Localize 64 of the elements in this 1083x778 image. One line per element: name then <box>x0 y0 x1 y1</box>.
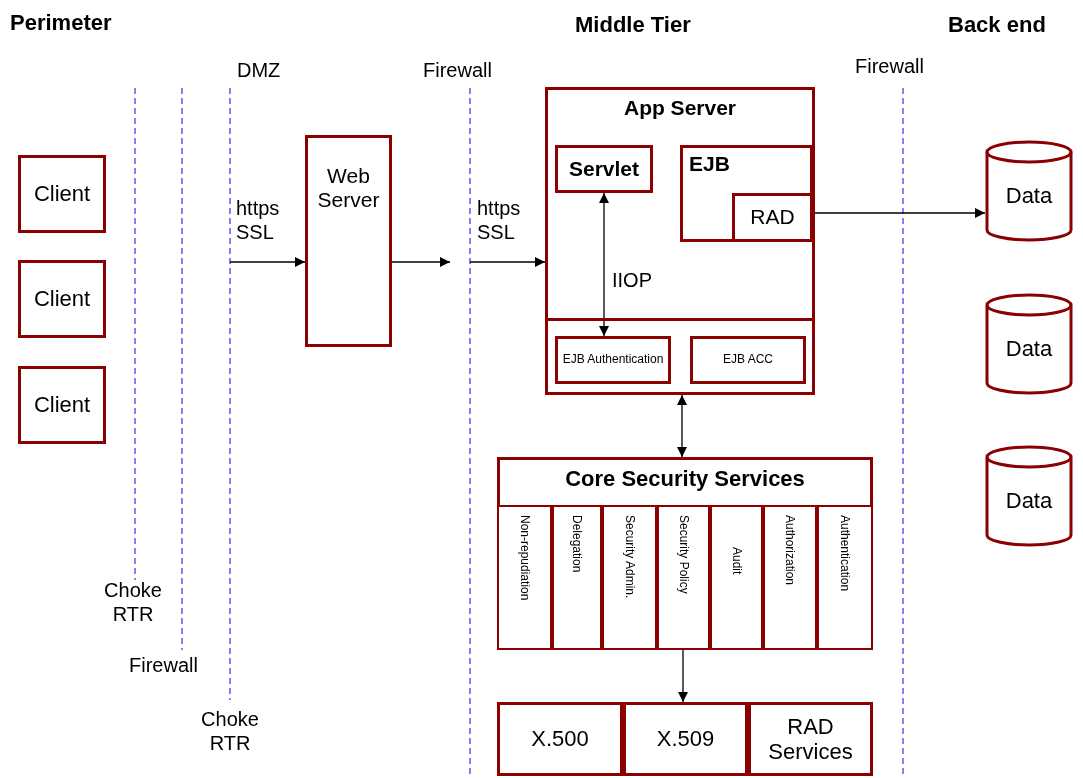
node-label: EJB ACC <box>723 353 773 367</box>
zone-label: Firewall <box>129 653 199 677</box>
service-column <box>552 505 602 650</box>
node-label: App Server <box>623 96 736 121</box>
component-box <box>18 366 106 444</box>
arrow <box>677 394 687 458</box>
container-box <box>497 457 873 650</box>
service-label: Delegation <box>571 515 583 573</box>
node-label: Client <box>33 392 91 418</box>
service-label: Non-repudiation <box>518 515 531 601</box>
node-label: Data <box>1005 488 1053 514</box>
node-label: X.500 <box>531 726 589 752</box>
node-label: Servlet <box>568 156 639 182</box>
node-label: Data <box>1005 336 1053 362</box>
service-column <box>710 505 763 650</box>
arrow <box>229 257 306 267</box>
node-label: Client <box>33 181 91 207</box>
node-label: RAD <box>750 205 795 230</box>
component-box <box>18 260 106 338</box>
component-box <box>690 336 806 384</box>
node-label: Web Server <box>316 164 381 213</box>
zone-label: Choke RTR <box>200 707 260 755</box>
zone-label: Firewall <box>423 58 493 82</box>
zone-label: Choke RTR <box>103 578 163 626</box>
service-column <box>497 505 552 650</box>
component-box <box>555 336 671 384</box>
component-box <box>623 702 748 776</box>
arrow <box>812 208 986 218</box>
component-box <box>305 135 392 347</box>
component-box <box>748 702 873 776</box>
database-cylinder <box>985 140 1073 242</box>
node-label: RAD Services <box>767 713 854 765</box>
node-label: EJB <box>689 152 730 177</box>
zone-label: Firewall <box>855 54 925 78</box>
arrow <box>599 192 609 337</box>
service-label: Authentication <box>839 515 851 592</box>
container-box <box>680 145 813 242</box>
service-label: Security Policy <box>677 515 690 594</box>
arrow <box>678 649 688 703</box>
container-box <box>545 87 815 395</box>
service-label: Security Admin. <box>623 515 636 599</box>
node-label: X.509 <box>656 726 715 752</box>
service-column <box>763 505 817 650</box>
zone-label: DMZ <box>237 58 282 82</box>
node-label: Data <box>1005 183 1053 209</box>
database-cylinder <box>985 445 1073 547</box>
database-cylinder <box>985 293 1073 395</box>
component-box <box>732 193 813 242</box>
service-column <box>817 505 873 650</box>
section-heading: Perimeter <box>10 10 113 37</box>
service-label: Audit <box>730 547 743 575</box>
arrow <box>469 257 546 267</box>
section-heading: Back end <box>948 12 1047 39</box>
service-column <box>602 505 657 650</box>
node-label: Client <box>33 286 91 312</box>
component-box <box>555 145 653 193</box>
section-heading: Middle Tier <box>575 12 692 39</box>
node-label: Core Security Services <box>565 466 805 492</box>
component-box <box>18 155 106 233</box>
component-box <box>497 702 623 776</box>
arrow <box>391 257 451 267</box>
service-label: Authorization <box>784 515 796 586</box>
node-label: EJB Authentication <box>562 353 664 367</box>
service-column <box>657 505 710 650</box>
